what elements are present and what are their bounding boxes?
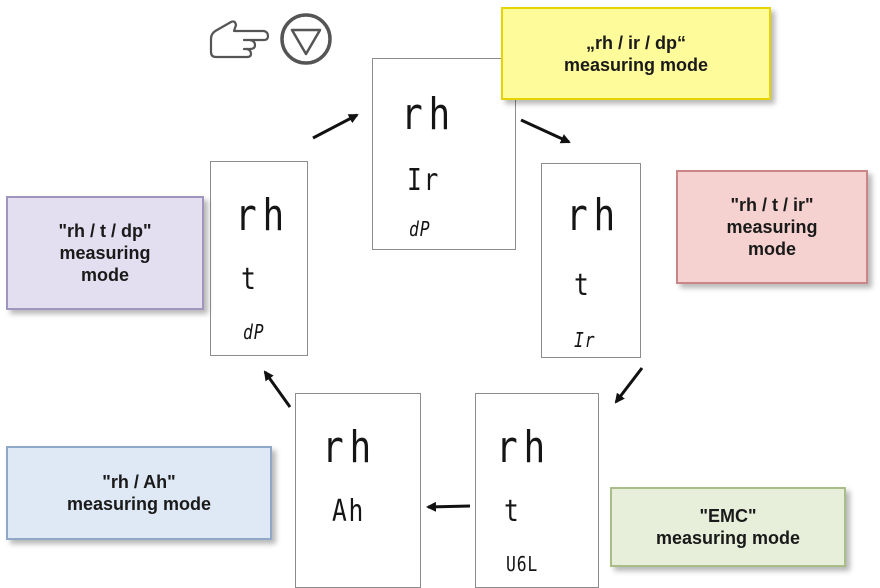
mode-label-rh-t-ir-line2: measuring (726, 217, 818, 237)
display-top: rh Ir dP (372, 58, 516, 250)
mode-label-rh-ir-dp-line1: „rh / ir / dp“ (585, 32, 686, 53)
mode-label-rh-t-dp-line1: "rh / t / dp" (58, 221, 152, 241)
display-top-line3: dP (409, 217, 431, 241)
arrow-right-to-bottom-right (614, 367, 644, 404)
display-bottom-left-line1: rh (322, 422, 377, 473)
display-left-line2: t (241, 262, 258, 297)
mode-label-rh-t-ir-line3: mode (747, 239, 796, 259)
arrow-left-to-top (312, 113, 359, 140)
display-bottom-left-line2: Ah (332, 494, 365, 529)
display-right: rh t Ir (541, 163, 641, 358)
mode-label-rh-t-dp: "rh / t / dp" measuring mode (6, 196, 204, 310)
mode-label-rh-ah-line2: measuring mode (66, 494, 212, 514)
mode-label-emc: "EMC" measuring mode (610, 487, 846, 567)
display-right-line3: Ir (574, 328, 596, 352)
mode-label-rh-ah-line1: "rh / Ah" (102, 472, 176, 492)
display-bottom-right: rh t U6L (475, 393, 599, 588)
display-top-line2: Ir (407, 163, 440, 198)
mode-label-rh-t-dp-line3: mode (80, 265, 129, 285)
display-left: rh t dP (210, 161, 308, 356)
display-left-line1: rh (235, 190, 290, 241)
mode-label-rh-t-ir-line1: "rh / t / ir" (730, 195, 814, 215)
arrow-bottom-left-to-left (263, 370, 292, 408)
display-top-line1: rh (401, 89, 456, 140)
display-bottom-right-line2: t (504, 494, 521, 529)
mode-label-rh-t-dp-line2: measuring (59, 243, 151, 263)
display-bottom-right-line1: rh (496, 422, 551, 473)
display-left-line3: dP (243, 320, 265, 344)
display-right-line2: t (574, 268, 591, 303)
arrow-top-to-right (520, 118, 571, 144)
hand-pointing-icon (209, 20, 270, 59)
mode-label-rh-t-ir: "rh / t / ir" measuring mode (676, 170, 868, 284)
mode-label-rh-ir-dp-line2: measuring mode (563, 54, 709, 75)
arrow-bottom-right-to-bottom-left (426, 501, 471, 512)
display-right-line1: rh (566, 190, 621, 241)
display-bottom-right-line3: U6L (506, 552, 539, 576)
down-triangle-button-icon (280, 13, 332, 65)
mode-label-rh-ah: "rh / Ah" measuring mode (6, 446, 272, 540)
display-bottom-left: rh Ah (295, 393, 421, 588)
mode-label-emc-line1: "EMC" (699, 506, 757, 526)
mode-label-emc-line2: measuring mode (655, 528, 801, 548)
mode-label-rh-ir-dp: „rh / ir / dp“ measuring mode (501, 7, 771, 100)
